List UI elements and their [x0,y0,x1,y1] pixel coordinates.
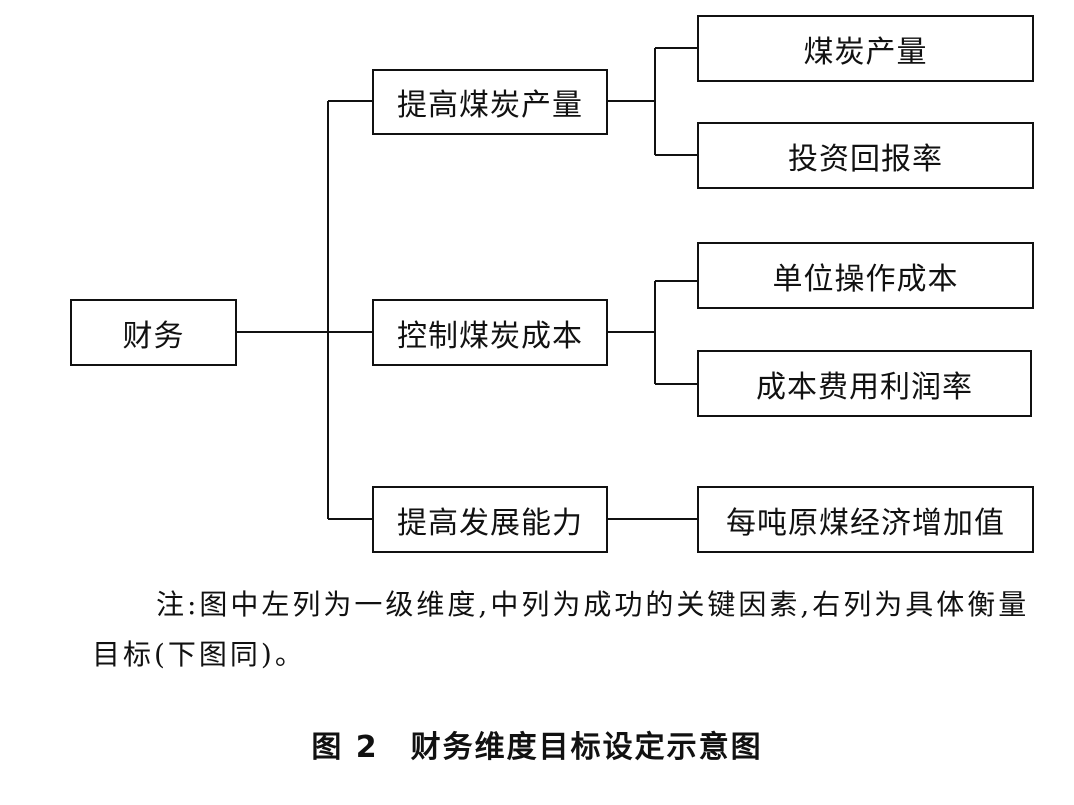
target-box-coal-output: 煤炭产量 [697,15,1034,82]
root-dimension-box: 财务 [70,299,237,366]
factor-box-3: 提高发展能力 [372,486,608,553]
target-box-eva-per-ton: 每吨原煤经济增加值 [697,486,1034,553]
figure-note: 注:图中左列为一级维度,中列为成功的关键因素,右列为具体衡量目标(下图同)。 [92,588,1030,671]
figure-caption: 图 2 财务维度目标设定示意图 [311,730,763,765]
connector-lines [236,47,697,520]
target-box-unit-cost: 单位操作成本 [697,242,1034,309]
factor-box-2: 控制煤炭成本 [372,299,608,366]
target-box-roi: 投资回报率 [697,122,1034,189]
target-box-cost-profit-rate: 成本费用利润率 [697,350,1032,417]
factor-box-1: 提高煤炭产量 [372,69,608,135]
strategy-tree-diagram: 财务 提高煤炭产量 控制煤炭成本 提高发展能力 煤炭产量 投资回报率 单位操作成… [70,15,1034,553]
